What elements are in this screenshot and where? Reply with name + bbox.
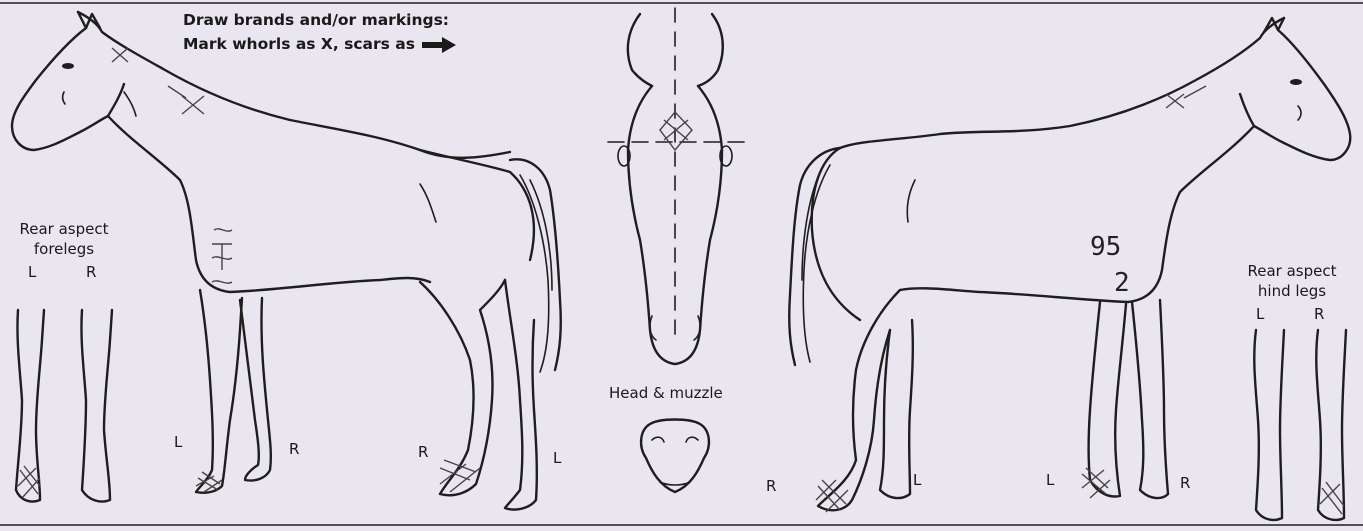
right-horse-hind-label-l: L [913, 471, 921, 489]
rear-forelegs-title-2: forelegs [4, 239, 124, 259]
hindleg-hoof-marking [1320, 482, 1344, 514]
eye-icon [62, 63, 74, 69]
hoof-marking-right-fore [1082, 468, 1110, 498]
whorl-x-icon-right [1166, 86, 1206, 108]
whorl-x-icon-1 [112, 48, 128, 62]
whorl-x-icon-2 [168, 86, 204, 114]
rear-hindlegs-title-1: Rear aspect [1232, 261, 1352, 281]
right-horse-fore-label-l: L [1046, 471, 1054, 489]
head-muzzle-label: Head & muzzle [609, 384, 723, 402]
rear-hindlegs-title-2: hind legs [1232, 281, 1352, 301]
right-horse-fore-label-r: R [1180, 474, 1190, 492]
left-horse-outline [12, 12, 561, 510]
instructions-block: Draw brands and/or markings: Mark whorls… [183, 8, 458, 56]
shoulder-brand [212, 229, 232, 283]
rear-forelegs-right-label: R [86, 263, 96, 281]
left-horse-leg-label-l: L [174, 433, 182, 451]
rear-forelegs-heading: Rear aspect forelegs [4, 219, 124, 259]
rear-hindlegs-outline [1254, 330, 1346, 520]
rear-forelegs-title-1: Rear aspect [4, 219, 124, 239]
right-horse-hind-label-r: R [766, 477, 776, 495]
left-horse-leg-label-r: R [289, 440, 299, 458]
rear-hindlegs-left-label: L [1256, 305, 1264, 323]
rear-forelegs-left-label: L [28, 263, 36, 281]
instructions-line-1: Draw brands and/or markings: [183, 8, 458, 32]
muzzle-outline [641, 420, 709, 493]
rear-hindlegs-right-label: R [1314, 305, 1324, 323]
eye-icon-right [1290, 79, 1302, 85]
instructions-line-2-text: Mark whorls as X, scars as [183, 35, 415, 53]
head-front-outline [608, 8, 745, 364]
left-horse-hind-label-r: R [418, 443, 428, 461]
instructions-line-2: Mark whorls as X, scars as [183, 32, 458, 56]
brand-number-bottom: 2 [1114, 268, 1130, 298]
right-arrow-icon [422, 37, 458, 53]
brand-number-top: 95 [1090, 232, 1121, 262]
foreleg-hoof-marking [18, 466, 40, 498]
rear-forelegs-outline [16, 310, 112, 502]
forehead-star-marking [660, 112, 692, 150]
rear-hindlegs-heading: Rear aspect hind legs [1232, 261, 1352, 301]
left-horse-hind-label-l: L [553, 449, 561, 467]
